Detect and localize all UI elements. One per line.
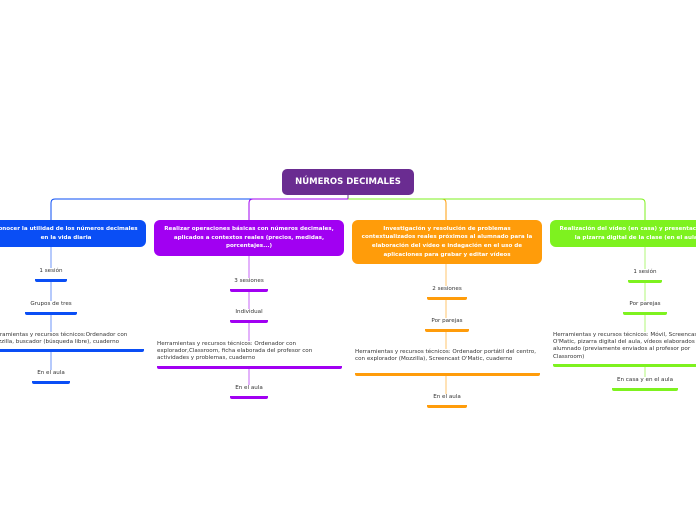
root-topic[interactable]: NÚMEROS DECIMALES xyxy=(282,169,414,195)
branch-4-leaf-1[interactable]: 1 sesión xyxy=(628,269,662,283)
branch-3-leaf-2[interactable]: Por parejas xyxy=(425,318,469,332)
branch-4-leaf-4[interactable]: En casa y en el aula xyxy=(612,377,678,391)
branch-1-leaf-1[interactable]: 1 sesión xyxy=(35,268,67,282)
branch-1-leaf-3[interactable]: Herramientas y recursos técnicos:Ordenad… xyxy=(0,332,144,353)
branch-3-leaf-1[interactable]: 2 sesiones xyxy=(427,286,467,300)
branch-topic-1[interactable]: Conocer la utilidad de los números decim… xyxy=(0,220,146,247)
branch-connector xyxy=(248,198,348,220)
branch-2-leaf-2[interactable]: Individual xyxy=(230,309,268,323)
branch-topic-3[interactable]: Investigación y resolución de problemas … xyxy=(352,220,542,264)
branch-4-leaf-3[interactable]: Herramientas y recursos técnicos: Móvil,… xyxy=(553,332,696,367)
branch-topic-4[interactable]: Realización del vídeo (en casa) y presen… xyxy=(550,220,696,247)
branch-1-leaf-2[interactable]: Grupos de tres xyxy=(25,301,77,315)
branch-connector xyxy=(348,198,447,220)
branch-connector xyxy=(50,198,348,220)
branch-3-leaf-3[interactable]: Herramientas y recursos técnicos: Ordena… xyxy=(355,349,540,376)
branch-2-leaf-4[interactable]: En el aula xyxy=(230,385,268,399)
branch-4-leaf-2[interactable]: Por parejas xyxy=(623,301,667,315)
branch-connector xyxy=(348,198,646,220)
branch-2-leaf-3[interactable]: Herramientas y recursos técnicos: Ordena… xyxy=(157,341,342,369)
branch-1-leaf-4[interactable]: En el aula xyxy=(32,370,70,384)
branch-2-leaf-1[interactable]: 3 sesiones xyxy=(230,278,268,292)
branch-topic-2[interactable]: Realizar operaciones básicas con números… xyxy=(154,220,344,256)
branch-3-leaf-4[interactable]: En el aula xyxy=(427,394,467,408)
